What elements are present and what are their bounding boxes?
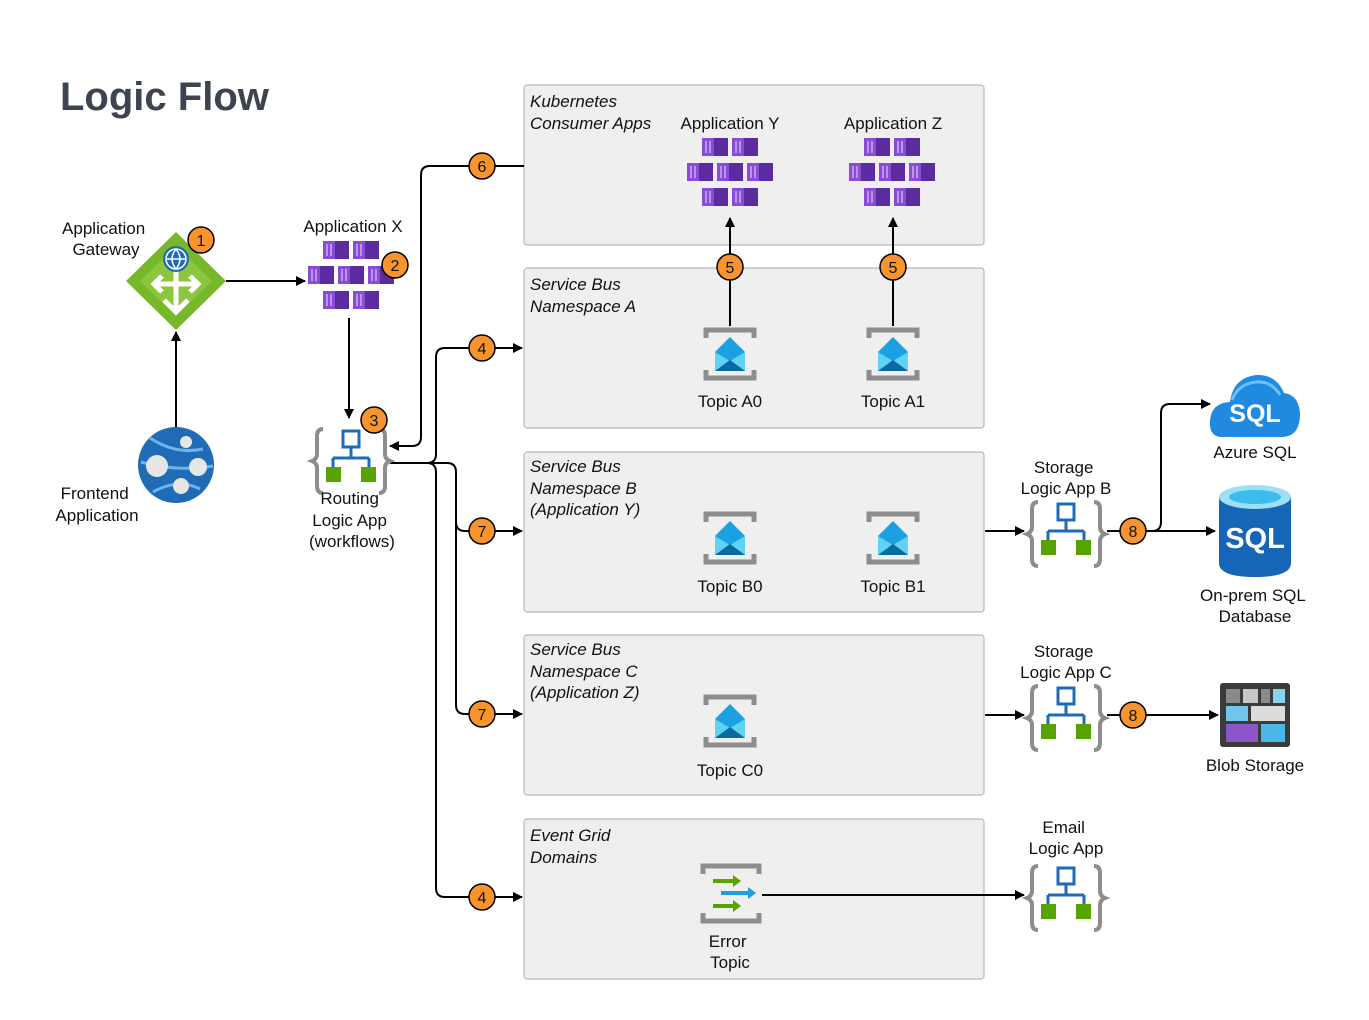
blob-storage-label: Blob Storage — [1206, 756, 1304, 775]
svg-text:8: 8 — [1129, 708, 1138, 725]
onprem-sql-label: On-prem SQL Database — [1200, 586, 1310, 626]
group-label-service-bus-a: Service Bus Namespace A — [530, 275, 636, 316]
step-badge-6: 6 — [468, 152, 496, 180]
sql-database-icon-text: SQL — [1225, 523, 1285, 555]
group-label-event-grid: Event Grid Domains — [530, 826, 615, 867]
web-app-icon — [138, 427, 214, 503]
step-badge-7a: 7 — [468, 517, 496, 545]
frontend-application: Frontend Application — [55, 427, 214, 525]
svg-text:2: 2 — [391, 258, 400, 275]
flow-routing-to-sb-c — [455, 520, 523, 719]
group-event-grid: Event Grid Domains — [523, 818, 985, 980]
svg-text:5: 5 — [889, 260, 898, 277]
flow-routing-to-sb-b — [390, 462, 523, 536]
frontend-application-label: Frontend Application — [55, 484, 138, 525]
group-label-service-bus-c: Service Bus Namespace C (Application Z) — [530, 640, 642, 702]
flow-routing-to-event-grid — [390, 462, 523, 902]
azure-sql: SQL Azure SQL — [1209, 374, 1300, 462]
email-logic-app-label: Email Logic App — [1029, 818, 1104, 858]
svg-text:3: 3 — [370, 413, 379, 430]
topic-b1: Topic B1 — [860, 514, 926, 596]
routing-logic-app: Routing Logic App (workflows) — [309, 427, 395, 551]
svg-text:4: 4 — [478, 890, 487, 907]
blob-storage: Blob Storage — [1206, 683, 1304, 775]
topic-c0: Topic C0 — [697, 697, 763, 780]
logic-app-icon — [1025, 500, 1107, 568]
svg-text:4: 4 — [478, 341, 487, 358]
application-x-label: Application X — [303, 217, 402, 236]
step-badge-5b: 5 — [879, 253, 907, 281]
error-topic-label: Error Topic — [709, 932, 752, 972]
azure-sql-icon-text: SQL — [1229, 400, 1280, 428]
svg-text:6: 6 — [478, 159, 487, 176]
topic-b1-label: Topic B1 — [860, 577, 925, 596]
topic-c0-label: Topic C0 — [697, 761, 763, 780]
svg-text:7: 7 — [478, 707, 487, 724]
group-label-kubernetes: Kubernetes Consumer Apps — [530, 92, 652, 133]
topic-a0: Topic A0 — [698, 330, 762, 411]
step-badge-7b: 7 — [468, 700, 496, 728]
application-y: Application Y — [681, 114, 780, 206]
group-label-service-bus-b: Service Bus Namespace B (Application Y) — [530, 457, 642, 519]
error-topic: Error Topic — [700, 863, 762, 972]
step-badge-4b: 4 — [468, 883, 496, 911]
step-badge-2: 2 — [381, 251, 409, 279]
step-badge-8b: 8 — [1119, 701, 1147, 729]
storage-logic-app-c-label: Storage Logic App C — [1020, 642, 1112, 682]
topic-a0-label: Topic A0 — [698, 392, 762, 411]
group-service-bus-c: Service Bus Namespace C (Application Z) — [523, 634, 985, 796]
application-z-label: Application Z — [844, 114, 942, 133]
storage-logic-app-c: Storage Logic App C — [1020, 642, 1112, 752]
storage-logic-app-b: Storage Logic App B — [1021, 458, 1112, 568]
application-z: Application Z — [844, 114, 942, 206]
topic-b0: Topic B0 — [697, 514, 763, 596]
topic-a1: Topic A1 — [861, 330, 925, 411]
logic-app-icon — [1025, 864, 1107, 932]
sql-database-icon: SQL — [1219, 485, 1291, 577]
topic-a1-label: Topic A1 — [861, 392, 925, 411]
svg-text:5: 5 — [726, 260, 735, 277]
routing-logic-app-label: Routing Logic App (workflows) — [309, 489, 395, 551]
logic-app-icon — [1025, 684, 1107, 752]
application-gateway-label: Application Gateway — [62, 219, 150, 259]
onprem-sql-database: SQL On-prem SQL Database — [1200, 485, 1310, 626]
flow-storage-b-to-azure-sql — [1151, 399, 1211, 532]
connectors — [171, 165, 1219, 902]
kubernetes-icon — [308, 241, 394, 309]
step-badge-1: 1 — [187, 226, 215, 254]
azure-sql-label: Azure SQL — [1213, 443, 1296, 462]
email-logic-app: Email Logic App — [1025, 818, 1107, 932]
application-x: Application X — [303, 217, 403, 309]
page-title: Logic Flow — [60, 75, 270, 119]
step-badge-3: 3 — [360, 406, 388, 434]
application-y-label: Application Y — [681, 114, 780, 133]
event-grid-topic-icon — [700, 863, 762, 924]
svg-text:1: 1 — [197, 233, 206, 250]
step-badge-8a: 8 — [1119, 517, 1147, 545]
flow-kubernetes-to-routing — [389, 165, 524, 451]
svg-text:8: 8 — [1129, 524, 1138, 541]
azure-sql-cloud-icon: SQL — [1209, 374, 1300, 437]
group-service-bus-b: Service Bus Namespace B (Application Y) — [523, 451, 985, 613]
logic-app-icon — [310, 427, 392, 495]
svg-text:7: 7 — [478, 524, 487, 541]
topic-b0-label: Topic B0 — [697, 577, 762, 596]
blob-storage-icon — [1220, 683, 1290, 747]
application-gateway: Application Gateway — [62, 219, 226, 330]
storage-logic-app-b-label: Storage Logic App B — [1021, 458, 1112, 498]
group-service-bus-a: Service Bus Namespace A — [523, 267, 985, 429]
step-badge-5a: 5 — [716, 253, 744, 281]
step-badge-4a: 4 — [468, 334, 496, 362]
